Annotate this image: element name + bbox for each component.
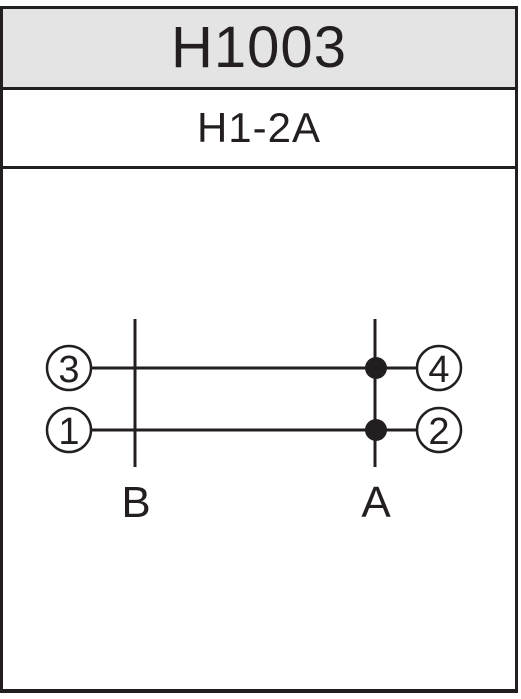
terminal-1: 1 xyxy=(45,406,93,454)
bus-label-a: A xyxy=(361,478,391,527)
terminal-2: 2 xyxy=(415,406,463,454)
card-frame xyxy=(0,6,518,693)
junction-dot-upper xyxy=(365,357,387,379)
terminal-2-label: 2 xyxy=(428,411,449,453)
subtitle-bar: H1-2A xyxy=(3,90,515,169)
terminal-3-label: 3 xyxy=(58,349,79,391)
wiring-diagram: 3 1 4 2 B A xyxy=(3,169,515,689)
bus-label-b: B xyxy=(121,478,150,527)
junction-dot-lower xyxy=(365,419,387,441)
terminal-3: 3 xyxy=(45,344,93,392)
model-subtitle: H1-2A xyxy=(196,104,322,151)
part-number-title: H1003 xyxy=(171,15,347,80)
terminal-1-label: 1 xyxy=(58,411,79,453)
title-bar: H1003 xyxy=(3,9,515,90)
terminal-4-label: 4 xyxy=(428,349,449,391)
wiring-diagram-svg: 3 1 4 2 B A xyxy=(45,319,463,527)
terminal-4: 4 xyxy=(415,344,463,392)
